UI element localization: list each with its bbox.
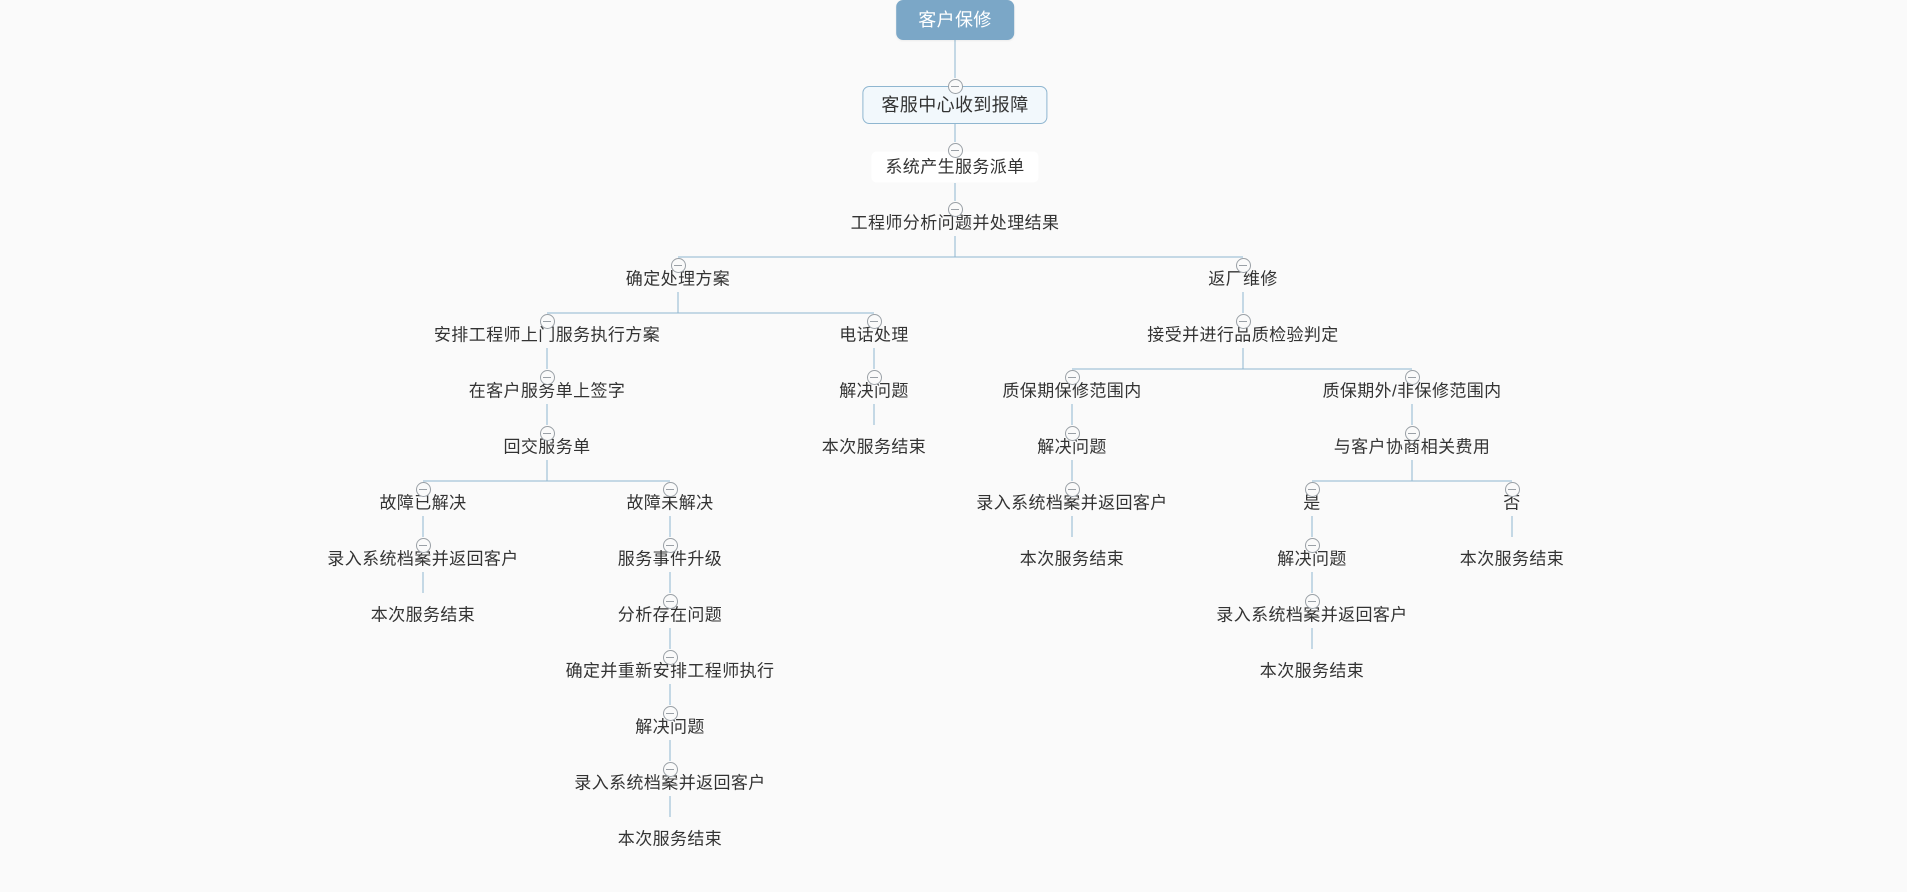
mindmap-node[interactable]: 本次服务结束 [1259, 661, 1365, 681]
mindmap-node[interactable]: 解决问题 [839, 381, 909, 401]
mindmap-node[interactable]: 录入系统档案并返回客户 [574, 773, 766, 793]
mindmap-node[interactable]: 解决问题 [1277, 549, 1347, 569]
collapse-minus-icon[interactable] [662, 761, 678, 777]
mindmap-node[interactable]: 本次服务结束 [617, 829, 723, 849]
mindmap-node[interactable]: 接受并进行品质检验判定 [1147, 325, 1339, 345]
collapse-minus-icon[interactable] [539, 369, 555, 385]
mindmap-node[interactable]: 质保期保修范围内 [1002, 381, 1142, 401]
collapse-minus-icon[interactable] [662, 481, 678, 497]
collapse-minus-icon[interactable] [415, 537, 431, 553]
collapse-minus-icon[interactable] [1235, 257, 1251, 273]
collapse-minus-icon[interactable] [662, 593, 678, 609]
mindmap-node[interactable]: 否 [1503, 493, 1521, 513]
mindmap-node[interactable]: 返厂维修 [1208, 269, 1278, 289]
collapse-minus-icon[interactable] [662, 649, 678, 665]
collapse-minus-icon[interactable] [947, 142, 963, 158]
mindmap-node[interactable]: 本次服务结束 [821, 437, 927, 457]
mindmap-node[interactable]: 电话处理 [839, 325, 909, 345]
mindmap-node[interactable]: 故障未解决 [626, 493, 714, 513]
collapse-minus-icon[interactable] [1064, 369, 1080, 385]
mindmap-node[interactable]: 在客户服务单上签字 [468, 381, 626, 401]
collapse-minus-icon[interactable] [1404, 425, 1420, 441]
collapse-minus-icon[interactable] [1064, 481, 1080, 497]
collapse-minus-icon[interactable] [670, 257, 686, 273]
mindmap-node[interactable]: 故障已解决 [379, 493, 467, 513]
mindmap-node[interactable]: 与客户协商相关费用 [1333, 437, 1491, 457]
collapse-minus-icon[interactable] [1504, 481, 1520, 497]
mindmap-node[interactable]: 录入系统档案并返回客户 [327, 549, 519, 569]
mindmap-node[interactable]: 确定并重新安排工程师执行 [565, 661, 775, 681]
collapse-minus-icon[interactable] [947, 78, 963, 94]
collapse-minus-icon[interactable] [1304, 537, 1320, 553]
mindmap-node[interactable]: 是 [1303, 493, 1321, 513]
mindmap-node[interactable]: 本次服务结束 [370, 605, 476, 625]
collapse-minus-icon[interactable] [415, 481, 431, 497]
mindmap-node[interactable]: 工程师分析问题并处理结果 [850, 213, 1060, 233]
collapse-minus-icon[interactable] [662, 705, 678, 721]
mindmap-root-node[interactable]: 客户保修 [896, 0, 1014, 40]
collapse-minus-icon[interactable] [539, 313, 555, 329]
collapse-minus-icon[interactable] [1235, 313, 1251, 329]
collapse-minus-icon[interactable] [662, 537, 678, 553]
mindmap-node[interactable]: 录入系统档案并返回客户 [1216, 605, 1408, 625]
collapse-minus-icon[interactable] [1064, 425, 1080, 441]
mindmap-node[interactable]: 解决问题 [635, 717, 705, 737]
mindmap-node[interactable]: 服务事件升级 [617, 549, 723, 569]
mindmap-node[interactable]: 安排工程师上门服务执行方案 [433, 325, 661, 345]
collapse-minus-icon[interactable] [539, 425, 555, 441]
mindmap-node[interactable]: 本次服务结束 [1019, 549, 1125, 569]
collapse-minus-icon[interactable] [866, 313, 882, 329]
collapse-minus-icon[interactable] [947, 201, 963, 217]
collapse-minus-icon[interactable] [1304, 481, 1320, 497]
mindmap-node[interactable]: 确定处理方案 [625, 269, 731, 289]
mindmap-node[interactable]: 回交服务单 [503, 437, 591, 457]
mindmap-node[interactable]: 录入系统档案并返回客户 [976, 493, 1168, 513]
collapse-minus-icon[interactable] [866, 369, 882, 385]
collapse-minus-icon[interactable] [1404, 369, 1420, 385]
mindmap-node[interactable]: 分析存在问题 [617, 605, 723, 625]
mindmap-node[interactable]: 质保期外/非保修范围内 [1322, 381, 1502, 401]
collapse-minus-icon[interactable] [1304, 593, 1320, 609]
mindmap-node[interactable]: 解决问题 [1037, 437, 1107, 457]
mindmap-node[interactable]: 本次服务结束 [1459, 549, 1565, 569]
